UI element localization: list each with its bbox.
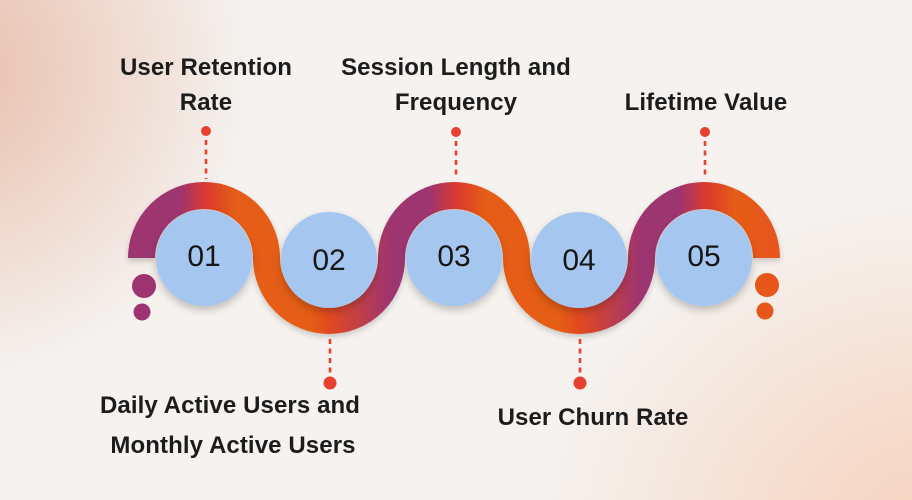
step-label-3-line-2: Frequency: [395, 89, 518, 116]
step-circle-1: [156, 210, 252, 306]
step-circle-2: [281, 212, 377, 308]
connector-dot-2: [323, 376, 337, 390]
connector-dot-3: [451, 127, 461, 137]
step-number-1: 01: [187, 240, 220, 273]
step-label-5-line-1: Lifetime Value: [625, 89, 788, 116]
step-number-4: 04: [562, 244, 595, 277]
step-label-1-line-1: User Retention: [120, 54, 292, 81]
connector-step-2: [323, 339, 337, 390]
step-circle-5: [656, 210, 752, 306]
step-number-5: 05: [687, 240, 720, 273]
step-label-1: User Retention Rate: [120, 54, 292, 116]
tail-dot-left-large: [132, 274, 156, 298]
connector-step-5: [700, 127, 710, 179]
connector-step-1: [201, 126, 211, 179]
connector-dot-5: [700, 127, 710, 137]
step-label-5: Lifetime Value: [625, 89, 788, 116]
step-number-3: 03: [437, 240, 470, 273]
step-circle-4: [531, 212, 627, 308]
tail-dot-right-large: [755, 273, 779, 297]
tail-dot-left-small: [133, 303, 151, 321]
serpentine-ribbon: [128, 182, 780, 334]
step-label-3-line-1: Session Length and: [341, 54, 571, 81]
connector-dot-4: [573, 376, 587, 390]
tail-dot-right-small: [756, 302, 774, 320]
connector-dot-1: [201, 126, 211, 136]
step-label-4-line-1: User Churn Rate: [498, 404, 689, 431]
connector-step-3: [451, 127, 461, 179]
step-label-2-line-1: Daily Active Users and: [100, 392, 360, 419]
step-label-3: Session Length and Frequency: [341, 54, 571, 116]
step-circle-3: [406, 210, 502, 306]
step-label-4: User Churn Rate: [498, 404, 689, 431]
connector-step-4: [573, 339, 587, 390]
step-label-2-line-2: Monthly Active Users: [110, 432, 355, 459]
step-label-2: Daily Active Users and Monthly Active Us…: [100, 392, 360, 459]
step-number-2: 02: [312, 244, 345, 277]
step-label-1-line-2: Rate: [180, 89, 232, 116]
